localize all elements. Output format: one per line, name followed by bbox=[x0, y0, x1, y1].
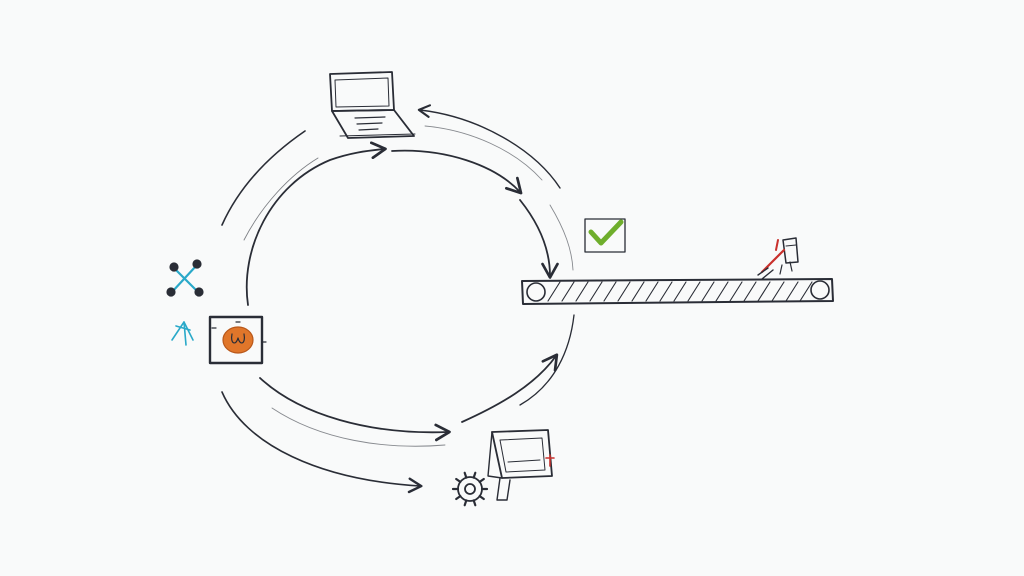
wrench-cross-icon bbox=[166, 259, 204, 297]
arrow-right-down bbox=[519, 199, 559, 279]
arrow-bottom-inner-sketch bbox=[271, 407, 446, 447]
gear-icon bbox=[451, 471, 489, 507]
arrow-top-inner-sketch bbox=[424, 125, 543, 181]
arrow-right-lower-sketch bbox=[519, 314, 575, 406]
dispenser-machine-icon bbox=[487, 429, 555, 501]
laptop-icon bbox=[329, 71, 416, 139]
robot-arm-icon bbox=[757, 237, 799, 280]
pliers-icon bbox=[171, 321, 194, 346]
arrow-bottom-inner bbox=[259, 377, 451, 442]
cycle-arrows bbox=[221, 104, 575, 494]
arrow-outer-top-left bbox=[221, 130, 306, 226]
arrow-up-from-bottom bbox=[461, 353, 559, 423]
arrow-right-sketch bbox=[549, 204, 574, 271]
arrow-top-outer bbox=[417, 104, 561, 189]
arrow-left-up bbox=[245, 141, 387, 306]
arrow-bottom-outer bbox=[221, 391, 423, 494]
checkmark-icon bbox=[584, 218, 626, 253]
conveyor-hatching bbox=[547, 281, 813, 302]
machine-box-icon bbox=[208, 315, 267, 365]
gear-teeth bbox=[451, 471, 489, 507]
conveyor-belt-icon bbox=[521, 278, 834, 305]
arrow-top-to-conveyor bbox=[391, 149, 523, 195]
arrow-inner-top-left bbox=[243, 157, 319, 241]
